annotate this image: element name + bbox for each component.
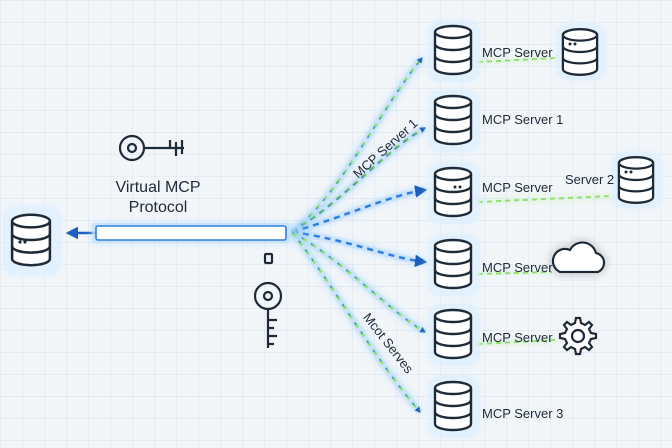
server-database-3-icon <box>428 162 480 224</box>
connection-3 <box>291 185 428 236</box>
server-label-4: MCP Server <box>482 260 553 275</box>
server-database-1-icon <box>428 20 480 82</box>
protocol-title: Virtual MCP Protocol <box>88 178 228 218</box>
server-database-4-icon <box>428 234 480 296</box>
attached-database-2-icon <box>612 152 662 208</box>
key-icon <box>118 134 184 162</box>
connection-1 <box>289 55 425 235</box>
connection-2 <box>290 124 427 235</box>
server-label-6: MCP Server 3 <box>482 406 564 421</box>
server-label-3: MCP Server <box>482 180 553 195</box>
connection-5 <box>290 228 427 336</box>
protocol-title-line1: Virtual MCP <box>115 179 201 196</box>
server-database-2-icon <box>428 90 480 152</box>
server-links <box>477 57 613 345</box>
protocol-title-line2: Protocol <box>128 199 188 216</box>
connection-4 <box>291 228 428 268</box>
gear-icon <box>558 316 598 356</box>
cloud-icon <box>551 241 606 274</box>
client-database-icon <box>3 206 61 276</box>
server-label-2: MCP Server 1 <box>482 112 564 127</box>
server-database-6-icon <box>428 376 480 438</box>
attached-database-1-icon <box>556 24 606 80</box>
attachment-label-server-2: Server 2 <box>565 172 615 187</box>
protocol-bar <box>92 223 290 243</box>
server-label-5: MCP Server <box>482 330 553 345</box>
connection-6 <box>289 229 423 415</box>
key-vertical-icon <box>253 252 283 348</box>
connections <box>65 55 613 415</box>
server-label-1: MCP Server <box>482 45 553 60</box>
server-database-5-icon <box>428 304 480 366</box>
